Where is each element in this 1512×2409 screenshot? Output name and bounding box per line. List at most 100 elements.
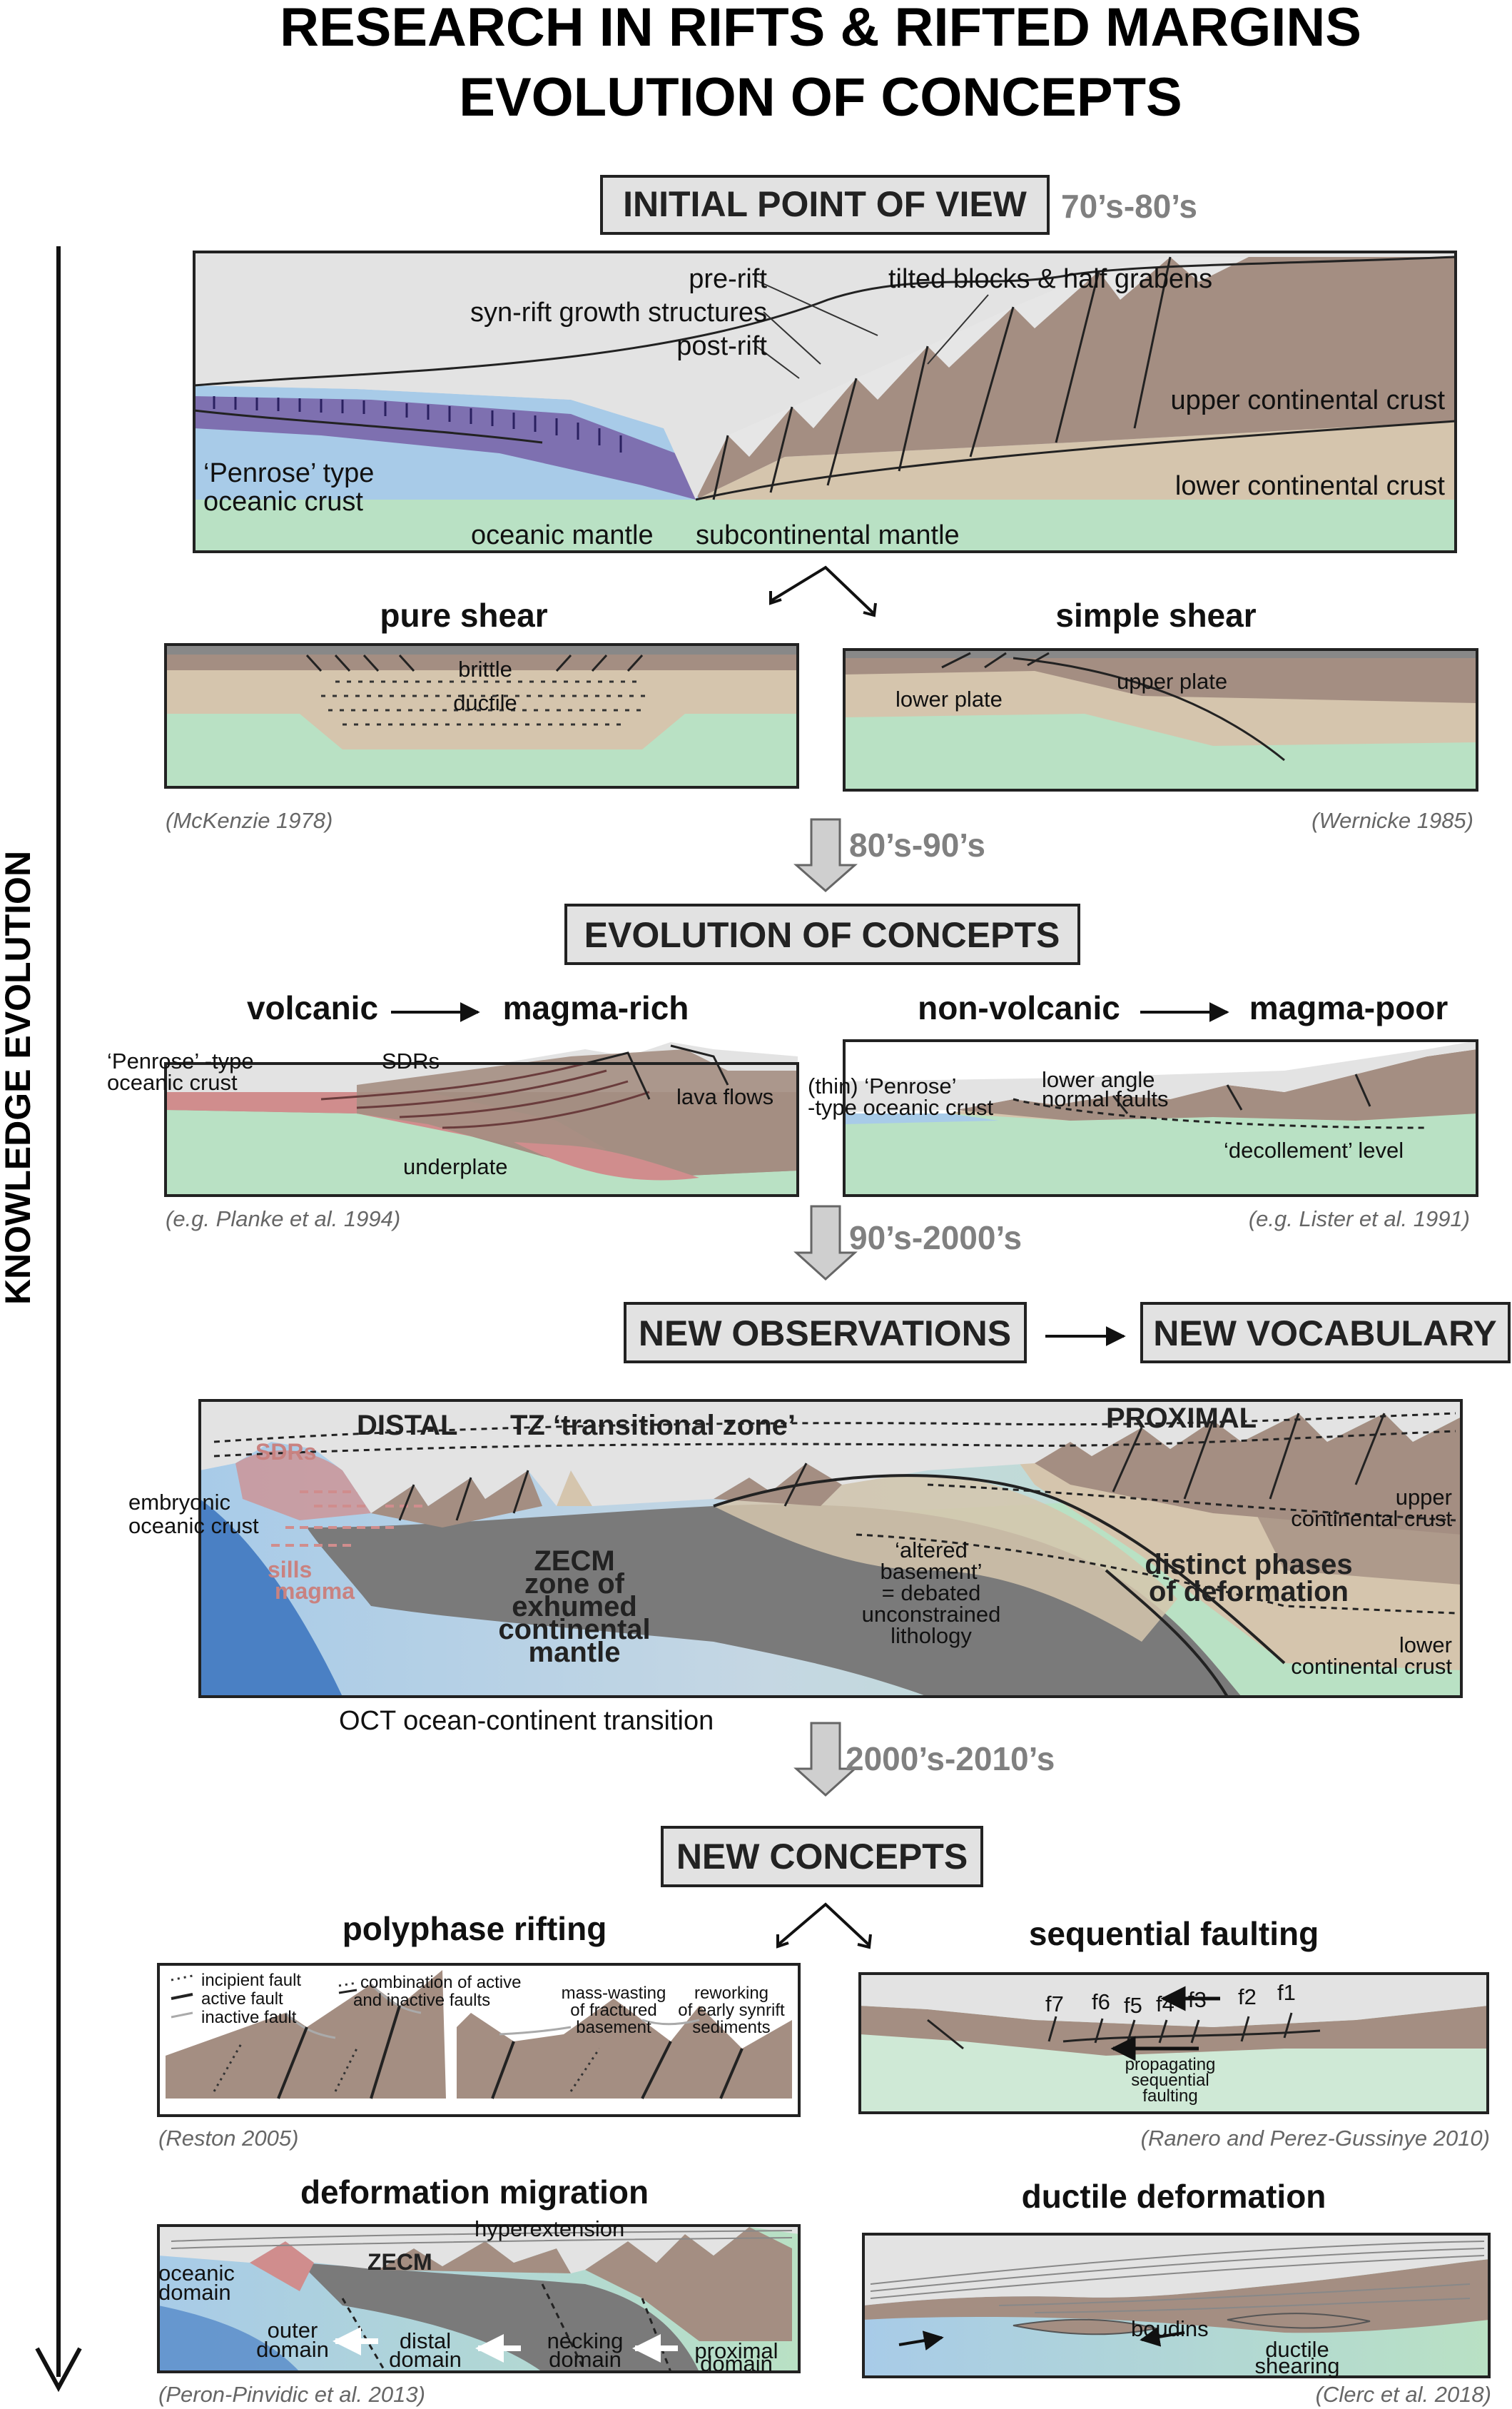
- label-zecm-2: zone of: [524, 1568, 625, 1600]
- fault-f6: f6: [1092, 1989, 1110, 2014]
- initial-point-of-view-box: [600, 175, 1050, 235]
- fault-f3: f3: [1188, 1987, 1207, 2012]
- fault-f2: f2: [1238, 1984, 1257, 2009]
- label-decollement: ‘decollement’ level: [1224, 1138, 1404, 1163]
- label-penrose-type-2: oceanic crust: [107, 1070, 238, 1095]
- label-oct: OCT ocean-continent transition: [339, 1706, 714, 1736]
- ref-planke: (e.g. Planke et al. 1994): [166, 1206, 400, 1231]
- evolution-of-concepts-box: [564, 904, 1080, 965]
- label-altered-3: = debated: [882, 1580, 981, 1605]
- label-altered-1: ‘altered: [895, 1537, 968, 1562]
- label-mass-wasting-2: of fractured: [570, 2001, 656, 2020]
- volcanic-margin-section: [164, 1042, 799, 1197]
- title-line-1: RESEARCH IN RIFTS & RIFTED MARGINS: [280, 0, 1361, 58]
- label-lower-angle-1: lower angle: [1042, 1067, 1155, 1092]
- era-arrow-2000s-2010s: [793, 1722, 858, 1797]
- label-reworking-3: sediments: [692, 2018, 770, 2037]
- label-ductile: ductile: [453, 690, 517, 715]
- label-underplate: underplate: [403, 1154, 508, 1179]
- label-embryonic-1: embryonic: [128, 1490, 230, 1515]
- label-penrose-2: oceanic crust: [203, 487, 363, 517]
- label-propagating-3: faulting: [1142, 2086, 1197, 2106]
- era-arrow-90s-2000s: [793, 1205, 858, 1281]
- ref-lister: (e.g. Lister et al. 1991): [1249, 1206, 1470, 1231]
- label-magma-poor: magma-poor: [1249, 989, 1448, 1026]
- label-lower-angle-2: normal faults: [1042, 1086, 1168, 1111]
- label-syn-rift: syn-rift growth structures: [470, 298, 767, 328]
- label-thin-penrose-2: -type oceanic crust: [808, 1095, 994, 1120]
- label-thin-penrose-1: (thin) ‘Penrose’: [808, 1074, 956, 1099]
- knowledge-evolution-arrow: [35, 246, 82, 2393]
- label-lava-flows: lava flows: [676, 1084, 773, 1109]
- label-combination-2: and inactive faults: [353, 1991, 490, 2010]
- label-distal: DISTAL: [357, 1410, 457, 1441]
- new-observations-label: NEW OBSERVATIONS: [639, 1313, 1011, 1353]
- era-90s-2000s: 90’s-2000’s: [849, 1219, 1022, 1256]
- label-altered-2: basement’: [880, 1559, 982, 1584]
- label-transitional-zone: TZ ‘transitional zone’: [510, 1410, 796, 1441]
- new-concepts-label: NEW CONCEPTS: [676, 1837, 968, 1877]
- label-propagating-2: sequential: [1131, 2071, 1209, 2090]
- deformation-migration-section: [157, 2224, 801, 2373]
- fault-f7: f7: [1045, 1991, 1064, 2016]
- label-outer-domain-2: domain: [256, 2337, 329, 2362]
- label-necking-domain-2: domain: [549, 2347, 621, 2372]
- label-proximal-domain-1: proximal: [694, 2338, 778, 2363]
- deformation-migration-title: deformation migration: [300, 2173, 649, 2211]
- label-necking-domain-1: necking: [547, 2328, 624, 2353]
- label-distal-domain-2: domain: [389, 2347, 462, 2372]
- knowledge-evolution-label: KNOWLEDGE EVOLUTION: [0, 851, 38, 1305]
- label-zecm-4: continental: [498, 1614, 650, 1645]
- polyphase-rifting-section: [157, 1963, 801, 2117]
- label-non-volcanic: non-volcanic: [918, 989, 1120, 1026]
- new-vocabulary-label: NEW VOCABULARY: [1153, 1313, 1496, 1353]
- label-ductile-shearing-2: shearing: [1255, 2353, 1340, 2378]
- label-magma: magma: [275, 1578, 355, 1604]
- label-reworking-2: of early synrift: [678, 2001, 785, 2020]
- new-concepts-box: [661, 1826, 983, 1887]
- label-propagating-1: propagating: [1125, 2055, 1216, 2074]
- fault-f1: f1: [1277, 1980, 1296, 2005]
- label-upper-continental-crust: upper continental crust: [1171, 385, 1446, 415]
- label-distinct-1: distinct phases: [1145, 1549, 1352, 1580]
- label-oceanic-domain-2: domain: [158, 2280, 231, 2305]
- label-lower-cc-oct-2: continental crust: [1291, 1654, 1452, 1679]
- era-arrow-80s-90s: [793, 818, 858, 892]
- label-outer-domain-1: outer: [268, 2318, 318, 2343]
- label-penrose-type-1: ‘Penrose’ -type: [107, 1049, 254, 1074]
- sequential-faulting-section: [858, 1972, 1489, 2114]
- label-distal-domain-1: distal: [400, 2328, 451, 2353]
- initial-view-cross-section: [193, 251, 1457, 553]
- label-brittle: brittle: [458, 657, 512, 682]
- ref-ranero: (Ranero and Perez-Gussinye 2010): [1141, 2126, 1490, 2151]
- legend-incipient: incipient fault: [201, 1971, 301, 1990]
- label-boudins: boudins: [1131, 2316, 1209, 2341]
- split-arrow-2: [776, 1902, 871, 1946]
- era-80s-90s: 80’s-90’s: [849, 827, 985, 864]
- label-zecm-migration: ZECM: [367, 2249, 432, 2275]
- pure-shear-title: pure shear: [380, 597, 547, 634]
- label-lower-continental-crust: lower continental crust: [1175, 471, 1446, 501]
- label-tilted-blocks: tilted blocks & half grabens: [888, 264, 1212, 294]
- fault-f4: f4: [1156, 1991, 1174, 2016]
- label-zecm-1: ZECM: [534, 1545, 614, 1577]
- label-oceanic-mantle: oceanic mantle: [471, 520, 654, 550]
- label-lower-cc-oct-1: lower: [1399, 1632, 1452, 1657]
- pure-shear-section: [164, 643, 799, 789]
- label-upper-plate: upper plate: [1117, 669, 1227, 694]
- split-arrow-1: [769, 565, 876, 615]
- non-volcanic-margin-section: [843, 1039, 1478, 1197]
- label-sdrs: SDRs: [382, 1049, 440, 1074]
- label-altered-4: unconstrained: [862, 1602, 1001, 1627]
- label-reworking-1: reworking: [694, 1984, 768, 2003]
- label-proximal: PROXIMAL: [1106, 1403, 1257, 1434]
- label-post-rift: post-rift: [676, 331, 767, 361]
- era-70s-80s: 70’s-80’s: [1061, 188, 1197, 225]
- ductile-deformation-title: ductile deformation: [1022, 2178, 1326, 2215]
- label-combination-1: combination of active: [360, 1973, 521, 1992]
- label-pre-rift: pre-rift: [689, 264, 767, 294]
- label-upper-cc-oct-1: upper: [1396, 1485, 1452, 1510]
- label-mass-wasting-1: mass-wasting: [562, 1984, 666, 2003]
- polyphase-rifting-title: polyphase rifting: [343, 1910, 607, 1947]
- ref-mckenzie: (McKenzie 1978): [166, 808, 333, 833]
